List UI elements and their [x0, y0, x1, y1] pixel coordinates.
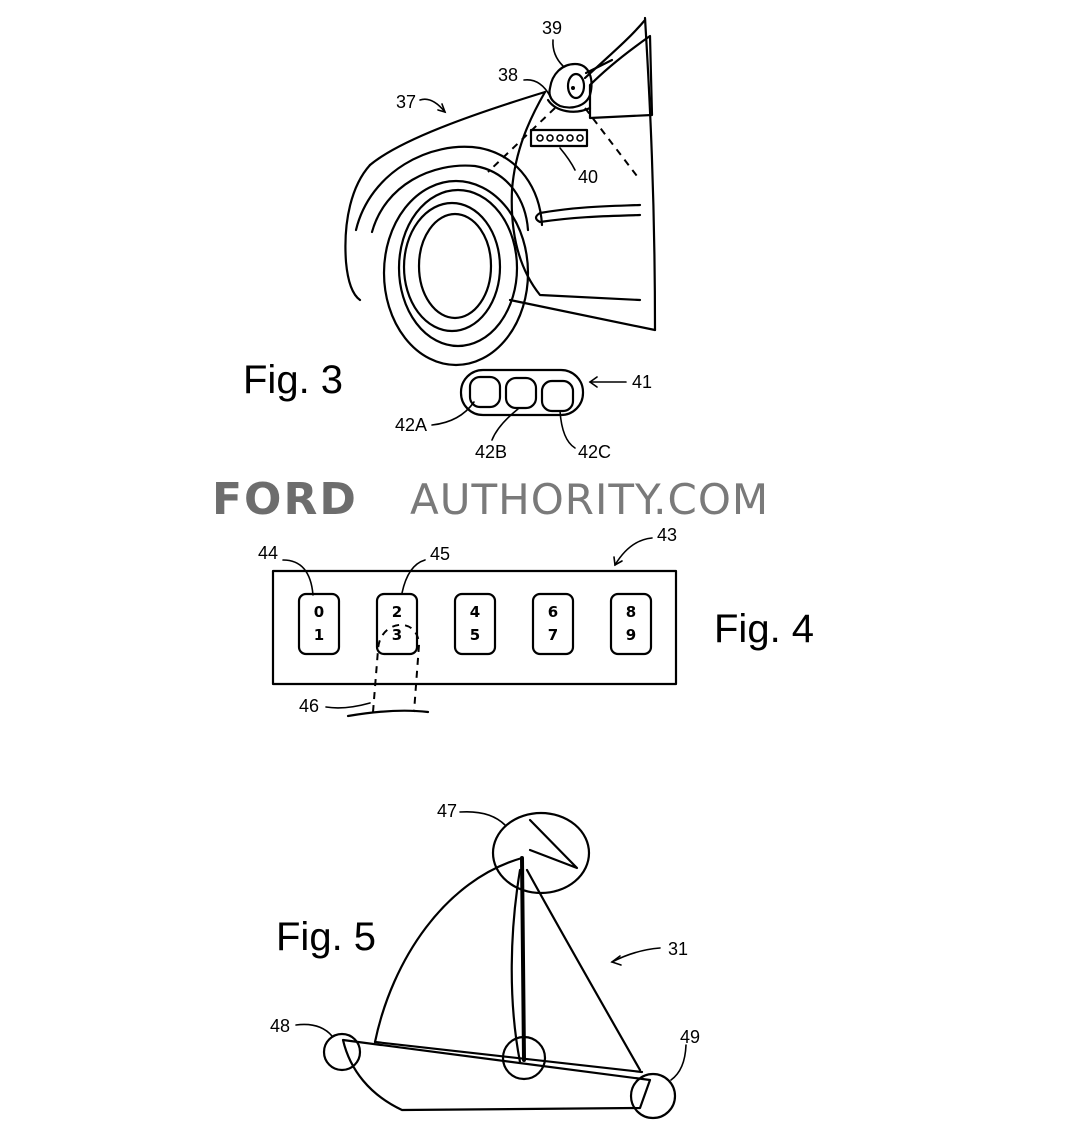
leader-42b [492, 409, 518, 440]
leader-42c [560, 411, 575, 448]
ref-44: 44 [258, 543, 278, 563]
ref-49: 49 [680, 1027, 700, 1047]
main-sail [375, 858, 522, 1042]
fig5-sailboat [324, 813, 675, 1118]
watermark-site: AUTHORITY.COM [410, 475, 769, 524]
keypad-key-bottom-digit: 1 [314, 626, 324, 644]
leader-49 [671, 1045, 686, 1080]
rim-inner [419, 214, 491, 318]
keypad-key: 89 [611, 594, 651, 654]
fig3-leaders [420, 40, 626, 448]
tire-outer [384, 181, 528, 365]
ref-42b: 42B [475, 442, 507, 462]
fig5-title: Fig. 5 [276, 915, 376, 959]
ref-48: 48 [270, 1016, 290, 1036]
bow-circle [324, 1034, 360, 1070]
leader-48 [296, 1024, 332, 1036]
projected-keypad-dots [537, 135, 583, 141]
ref-40: 40 [578, 167, 598, 187]
ref-46: 46 [299, 696, 319, 716]
fender-front [345, 165, 370, 300]
fob-button-c [542, 381, 573, 411]
flag [530, 820, 577, 868]
leader-39 [553, 40, 563, 66]
mirror-lamp [568, 74, 584, 98]
watermark-brand: FORD [212, 474, 358, 525]
rocker-line [510, 300, 655, 330]
ref-43: 43 [657, 525, 677, 545]
leader-44 [283, 560, 313, 595]
door-stripe [536, 205, 640, 222]
keypad-key-top-digit: 0 [314, 603, 324, 621]
leader-47 [460, 812, 505, 825]
keypad-key: 45 [455, 594, 495, 654]
leader-31 [612, 948, 660, 962]
keypad-key: 67 [533, 594, 573, 654]
keypad-key-bottom-digit: 3 [392, 626, 402, 644]
fig3-title: Fig. 3 [243, 358, 343, 402]
leader-45 [402, 560, 425, 593]
keypad-key-bottom-digit: 7 [548, 626, 558, 644]
fig4-keypad: 0123456789 [273, 571, 676, 716]
mast [522, 858, 524, 1060]
mirror-arm [586, 60, 612, 73]
keypad-key: 01 [299, 594, 339, 654]
side-mirror [548, 60, 612, 112]
keypad-key-top-digit: 2 [392, 603, 402, 621]
mast-top-circle [493, 813, 589, 893]
ref-38: 38 [498, 65, 518, 85]
deck-line [375, 1042, 642, 1072]
keypad-keys: 0123456789 [299, 594, 651, 654]
keypad-key-bottom-digit: 5 [470, 626, 480, 644]
ref-42c: 42C [578, 442, 611, 462]
keypad-key: 23 [377, 594, 417, 654]
ref-47: 47 [437, 801, 457, 821]
leader-46 [326, 703, 370, 708]
keypad-key-top-digit: 8 [626, 603, 636, 621]
projected-keypad [531, 130, 587, 146]
door-front-edge [512, 92, 640, 300]
mirror-housing [549, 64, 591, 108]
key-fob [461, 370, 583, 415]
fob-button-b [506, 378, 536, 408]
keypad-key-top-digit: 4 [470, 603, 480, 621]
fig4-title: Fig. 4 [714, 607, 814, 651]
ref-42a: 42A [395, 415, 427, 435]
mid-sail [512, 870, 520, 1062]
hull [343, 1040, 650, 1110]
keypad-key-top-digit: 6 [548, 603, 558, 621]
ref-37: 37 [396, 92, 416, 112]
watermark: FORD AUTHORITY.COM [212, 474, 769, 525]
keypad-key-bottom-digit: 9 [626, 626, 636, 644]
mirror-lamp-dot [571, 86, 575, 90]
ref-41: 41 [632, 372, 652, 392]
ref-45: 45 [430, 544, 450, 564]
ref-39: 39 [542, 18, 562, 38]
leader-42a [432, 402, 474, 425]
ref-31: 31 [668, 939, 688, 959]
finger-base [348, 711, 428, 716]
projection-cone-left [488, 108, 555, 172]
stern-circle [631, 1074, 675, 1118]
jib-sail [527, 870, 640, 1070]
leader-40 [560, 148, 575, 170]
leader-37 [420, 99, 445, 112]
